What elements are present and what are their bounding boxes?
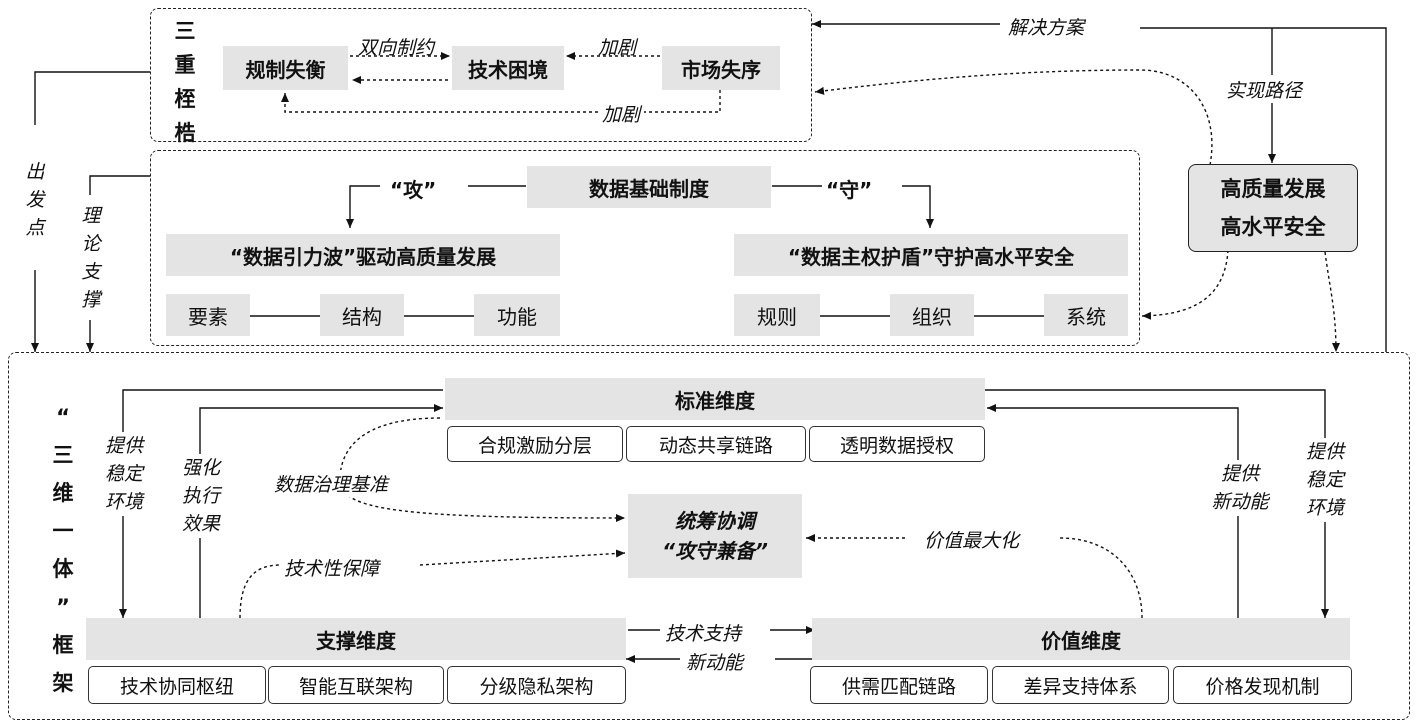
label-line: 强化 — [181, 457, 220, 479]
label-line: 稳定 — [1305, 469, 1344, 491]
label-char: 支 — [81, 261, 101, 283]
framework-title-char: 三 — [52, 443, 74, 467]
structure-box: 结构 — [320, 294, 404, 336]
label-path: 实现路径 — [1226, 76, 1303, 103]
data-base-system-box: 数据基础制度 — [527, 166, 771, 208]
label-tech-support: 技术支持 — [665, 619, 742, 646]
standard-dimension-box: 标准维度 — [445, 378, 985, 420]
standard-item: 动态共享链路 — [626, 426, 806, 462]
label-left-outer: 提供 稳定 环境 — [96, 432, 152, 516]
value-dimension-box: 价值维度 — [812, 618, 1350, 660]
hq-development-box: 高质量发展 高水平安全 — [1188, 164, 1358, 252]
rule-box: 规则 — [734, 294, 820, 336]
hq-line: 高质量发展 — [1220, 177, 1326, 201]
label-char: 论 — [81, 233, 101, 255]
label-value-max: 价值最大化 — [924, 526, 1020, 553]
label-char: 点 — [25, 217, 45, 239]
value-item: 差异支持体系 — [992, 666, 1169, 704]
label-line: 效果 — [181, 513, 220, 535]
label-new-energy: 新动能 — [686, 648, 744, 675]
label-line: 执行 — [181, 485, 220, 507]
element-box: 要素 — [166, 294, 250, 336]
arrow-left-inner — [199, 404, 443, 618]
coordination-box: 统筹协调 “攻守兼备” — [628, 494, 802, 578]
label-line: 稳定 — [104, 463, 143, 485]
framework-frame — [8, 352, 1410, 720]
label-governance: 数据治理基准 — [274, 470, 389, 497]
label-char: 撑 — [81, 289, 101, 311]
label-right-inner: 提供 新动能 — [1200, 460, 1280, 516]
framework-title-char: 体 — [52, 557, 74, 581]
constraints-title-char: 重 — [174, 53, 196, 77]
support-item: 智能互联架构 — [268, 666, 444, 704]
standard-item: 合规激励分层 — [447, 426, 623, 462]
label-char: 出 — [25, 161, 45, 183]
tech-dilemma-box: 技术困境 — [452, 46, 564, 90]
arrow-right-outer — [985, 389, 1329, 618]
support-item: 技术协同枢纽 — [88, 666, 266, 704]
arrow-defend — [902, 185, 934, 228]
label-char: 发 — [25, 189, 45, 211]
label-tech-guarantee: 技术性保障 — [284, 554, 380, 581]
curve-to-market — [814, 69, 1213, 166]
label-left-inner: 强化 执行 效果 — [173, 454, 229, 538]
label-solution: 解决方案 — [1002, 13, 1091, 40]
framework-title-char: 维 — [52, 481, 74, 505]
arrow-left-outer — [119, 389, 443, 618]
label-start-point: 出 发 点 — [22, 158, 48, 242]
label-theory-support: 理 论 支 撑 — [78, 202, 104, 314]
framework-title-char: 一 — [52, 519, 74, 543]
label-char: 理 — [81, 205, 101, 227]
constraints-frame — [150, 8, 812, 142]
label-aggravate-bottom: 加剧 — [598, 100, 645, 127]
framework-title-char: 框 — [52, 633, 74, 657]
label-line: 新动能 — [1211, 491, 1269, 513]
function-box: 功能 — [474, 294, 560, 336]
system-box: 系统 — [1044, 294, 1128, 336]
curve-to-system — [1141, 249, 1229, 320]
label-line: 提供 — [104, 435, 143, 457]
support-dimension-box: 支撑维度 — [86, 618, 626, 660]
framework-title: “ 三 维 一 体 ” 框 架 — [46, 398, 80, 702]
sovereignty-shield-box: “数据主权护盾”守护高水平安全 — [734, 234, 1128, 276]
label-right-outer: 提供 稳定 环境 — [1297, 438, 1353, 522]
coordination-line: “攻守兼备” — [662, 539, 768, 563]
standard-item: 透明数据授权 — [809, 426, 985, 462]
regulation-imbalance-box: 规制失衡 — [223, 46, 348, 90]
label-attack: “攻” — [390, 178, 437, 202]
data-system-frame — [150, 150, 1140, 346]
gravity-wave-box: “数据引力波”驱动高质量发展 — [166, 234, 560, 276]
framework-title-char: 架 — [52, 671, 74, 695]
constraints-title-char: 三 — [174, 19, 196, 43]
label-line: 提供 — [1305, 441, 1344, 463]
market-disorder-box: 市场失序 — [662, 46, 780, 90]
arrow-attack — [346, 185, 380, 228]
curve-tech-guarantee — [419, 549, 626, 566]
constraints-title: 三 重 桎 梏 — [168, 14, 202, 150]
label-line: 环境 — [104, 491, 143, 513]
label-line: 提供 — [1220, 463, 1259, 485]
label-aggravate-top: 加剧 — [598, 37, 637, 59]
hq-line: 高水平安全 — [1220, 215, 1326, 239]
framework-title-char: “ — [56, 405, 70, 429]
label-defend: “守” — [826, 178, 873, 202]
value-item: 价格发现机制 — [1173, 666, 1352, 704]
support-item: 分级隐私架构 — [447, 666, 626, 704]
value-item: 供需匹配链路 — [810, 666, 988, 704]
constraints-title-char: 桎 — [174, 87, 196, 111]
curve-to-framework — [1324, 251, 1340, 353]
label-bidirectional: 双向制约 — [358, 37, 435, 59]
constraints-title-char: 梏 — [174, 121, 196, 145]
arrow-right-inner — [987, 404, 1239, 618]
coordination-line: 统筹协调 — [675, 509, 755, 533]
framework-title-char: ” — [56, 595, 70, 619]
organization-box: 组织 — [890, 294, 974, 336]
label-line: 环境 — [1305, 497, 1344, 519]
